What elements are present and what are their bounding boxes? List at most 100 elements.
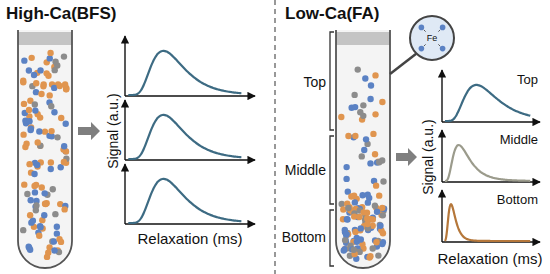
particle — [379, 99, 385, 105]
ion-dot — [440, 46, 446, 52]
particle — [36, 233, 42, 239]
x-axis — [125, 95, 255, 96]
zone-label: Top — [303, 74, 326, 90]
particle — [357, 109, 363, 115]
particle — [26, 118, 32, 124]
ion-arrow — [438, 30, 440, 32]
particle — [36, 128, 42, 134]
x-axis — [125, 159, 255, 160]
particle — [345, 133, 351, 139]
particle — [48, 103, 54, 109]
particle — [20, 79, 26, 85]
axis-label: Relaxation (ms) — [137, 230, 242, 247]
plot-label: Top — [517, 73, 538, 88]
plot-label: Middle — [500, 133, 538, 148]
particle — [351, 213, 357, 219]
particle — [33, 202, 39, 208]
particle — [352, 104, 358, 110]
particle — [380, 212, 386, 218]
particle — [52, 67, 58, 73]
particle — [20, 227, 26, 233]
particle — [379, 241, 385, 247]
particle — [366, 254, 372, 260]
particle — [343, 231, 349, 237]
particles — [20, 50, 70, 260]
relaxation-curve — [128, 51, 241, 95]
particle — [54, 134, 60, 140]
particle — [37, 223, 43, 229]
particle — [372, 202, 378, 208]
particle — [54, 230, 60, 236]
particle — [41, 212, 47, 218]
zone-label: Bottom — [282, 229, 326, 245]
particle — [63, 120, 69, 126]
particle — [359, 192, 365, 198]
particle — [352, 133, 358, 139]
relaxation-curve — [445, 85, 530, 121]
particle — [50, 186, 56, 192]
particle — [380, 178, 386, 184]
particle — [61, 159, 67, 165]
particle — [28, 219, 34, 225]
particle — [21, 57, 27, 63]
particle — [351, 247, 357, 253]
particle — [42, 201, 48, 207]
particle — [51, 109, 57, 115]
particle — [341, 247, 347, 253]
particle — [367, 96, 373, 102]
particle — [363, 136, 369, 142]
particle — [58, 239, 64, 245]
particle — [352, 199, 358, 205]
particle — [370, 245, 376, 251]
particle — [360, 102, 366, 108]
particle — [376, 159, 382, 165]
particle — [368, 82, 374, 88]
particle — [373, 239, 379, 245]
panel-title: Low-Ca(FA) — [285, 4, 379, 24]
ion-arrow — [438, 44, 440, 46]
particle — [343, 164, 349, 170]
ion-dot — [440, 25, 446, 31]
particle — [32, 101, 38, 107]
particle — [338, 114, 344, 120]
particle — [27, 247, 33, 253]
particle — [37, 224, 43, 230]
tube-outline — [336, 30, 390, 268]
particle — [39, 184, 45, 190]
particle — [43, 70, 49, 76]
particle — [32, 189, 38, 195]
block-arrow — [396, 148, 417, 166]
particle — [40, 81, 46, 87]
particle — [24, 191, 30, 197]
particle — [345, 205, 351, 211]
particle — [23, 140, 29, 146]
particle — [52, 58, 58, 64]
axis-label: Signal (a.u.) — [105, 93, 121, 168]
particle — [358, 225, 364, 231]
zone-label: Middle — [285, 162, 326, 178]
particle — [51, 247, 57, 253]
x-axis — [442, 121, 540, 122]
particle — [33, 80, 39, 86]
particle — [374, 208, 380, 214]
particle — [45, 250, 51, 256]
relaxation-curve — [128, 115, 241, 159]
particle — [372, 111, 378, 117]
y-axis — [441, 70, 442, 122]
particles — [338, 66, 386, 262]
particle — [379, 205, 385, 211]
particle — [26, 67, 32, 73]
particle — [364, 221, 370, 227]
particle — [34, 162, 40, 168]
particle — [348, 193, 354, 199]
particle — [365, 199, 371, 205]
particle — [355, 66, 361, 72]
particle — [31, 72, 37, 78]
particles — [340, 202, 388, 260]
particle — [34, 139, 40, 145]
particle — [376, 192, 382, 198]
particle — [372, 72, 378, 78]
particle — [31, 171, 37, 177]
particle — [342, 237, 348, 243]
ion-arrow — [424, 30, 426, 32]
